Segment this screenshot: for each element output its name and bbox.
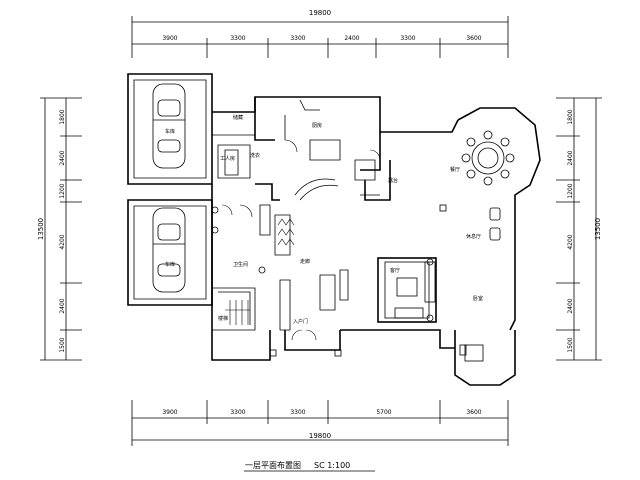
right-dim-3: 1200 [567,183,574,198]
doors [221,139,381,341]
room-label-bedroom: 卧室 [473,295,483,302]
interior-walls [212,99,380,331]
room-label-deck: 露台 [388,177,398,184]
plants-icon [277,218,295,246]
left-dimension-chain [40,97,82,361]
top-segment-labels: 3900 3300 3300 2400 3300 3600 [162,35,481,42]
left-dim-5: 2400 [59,298,66,313]
bottom-total-dim: 19800 [309,432,331,440]
room-label-garage-2: 车库 [165,261,175,268]
room-label-c: 洗衣 [250,152,260,159]
room-label-lounge: 休息厅 [466,233,481,240]
drawing-title: 一层平面布置图 SC 1:100 [244,460,375,472]
left-dim-3: 1200 [59,183,66,198]
top-dim-1: 3900 [162,35,177,42]
top-dim-3: 3300 [290,35,305,42]
bottom-dimension-chain [131,400,509,446]
drawing-scale-text: SC 1:100 [314,461,350,470]
room-label-garage-1: 车库 [165,128,175,135]
room-label-entrance: 入户门 [293,318,308,325]
bottom-dim-2: 3300 [230,409,245,416]
left-dim-2: 2400 [59,150,66,165]
right-dim-2: 2400 [567,150,574,165]
drawing-title-text: 一层平面布置图 [245,460,301,470]
top-dim-5: 3300 [400,35,415,42]
bottom-dim-5: 3600 [466,409,481,416]
columns [211,204,447,357]
right-dim-5: 2400 [567,298,574,313]
right-dimension-chain [556,97,602,361]
room-label-dining: 餐厅 [450,166,460,173]
bottom-dim-4: 5700 [376,409,391,416]
room-label-stair: 楼梯 [218,315,228,322]
right-segment-labels: 1800 2400 1200 4200 2400 1500 [567,109,574,352]
car-1-icon [152,83,186,169]
left-segment-labels: 1800 2400 1200 4200 2400 1500 [59,109,66,352]
left-dim-4: 4200 [59,234,66,249]
right-dim-4: 4200 [567,234,574,249]
lounge-chairs-icon [459,207,501,362]
dining-table-icon [461,130,515,186]
left-dim-6: 1500 [59,337,66,352]
car-2-icon [152,207,186,293]
room-label-kitchen: 厨房 [312,122,322,129]
top-total-dim: 19800 [309,9,331,17]
right-total-dim: 13500 [594,218,602,240]
bottom-dim-3: 3300 [290,409,305,416]
exterior-walls [127,73,541,386]
bottom-segment-labels: 3900 3300 3300 5700 3600 [162,409,481,416]
stair [225,300,250,325]
left-dim-1: 1800 [59,109,66,124]
room-label-living: 客厅 [390,267,400,274]
room-labels: 车库 车库 储藏 工人房 洗衣 厨房 餐厅 露台 休息厅 客厅 卧室 走廊 卫生… [165,114,483,325]
top-dim-6: 3600 [466,35,481,42]
bottom-dim-1: 3900 [162,409,177,416]
room-label-a: 储藏 [233,114,243,121]
right-dim-6: 1500 [567,337,574,352]
room-label-b: 工人房 [220,155,235,162]
sofa-set-icon [377,257,437,323]
room-label-toilet: 卫生间 [233,261,248,268]
room-label-corridor: 走廊 [300,258,310,265]
right-dim-1: 1800 [567,109,574,124]
top-dim-4: 2400 [344,35,359,42]
left-total-dim: 13500 [37,218,45,240]
top-dimension-chain [131,16,509,58]
top-dim-2: 3300 [230,35,245,42]
